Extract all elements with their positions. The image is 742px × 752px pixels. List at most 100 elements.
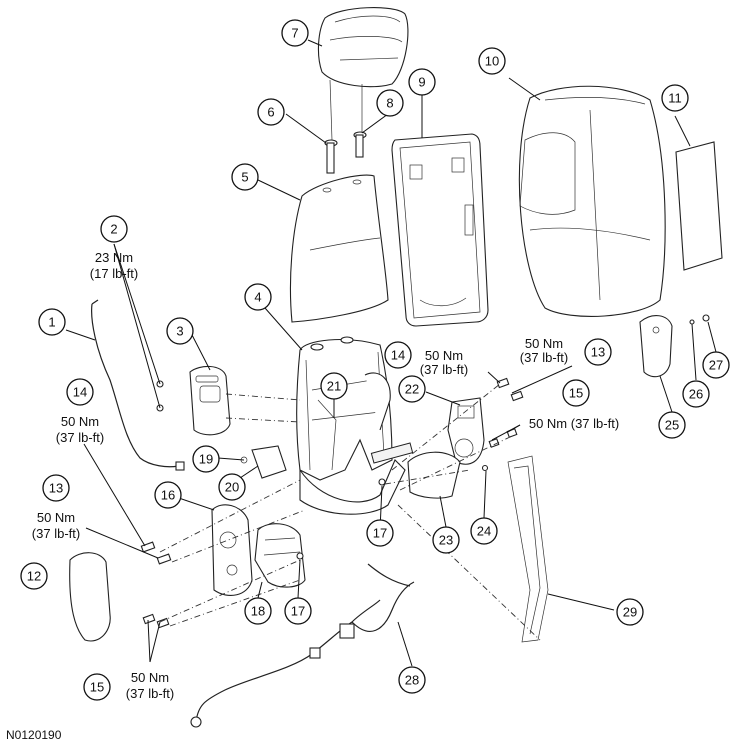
svg-text:23 Nm: 23 Nm [95,250,133,265]
callout-15: 15 [562,379,590,407]
svg-text:16: 16 [161,488,175,503]
svg-text:22: 22 [405,382,419,397]
svg-text:6: 6 [267,105,274,120]
svg-text:23: 23 [439,533,453,548]
motor-cover [407,451,461,499]
callout-1: 1 [38,308,66,336]
svg-text:4: 4 [254,290,261,305]
svg-text:3: 3 [176,324,183,339]
bracket [240,445,287,479]
svg-text:20: 20 [225,480,239,495]
callout-11: 11 [661,84,689,112]
wiring-harness [91,299,185,471]
headrest-guide-left [324,139,338,174]
svg-text:(37 lb-ft): (37 lb-ft) [420,362,468,377]
callout-25: 25 [658,411,686,439]
bolt [140,541,172,629]
callout-5: 5 [231,163,259,191]
svg-text:14: 14 [73,385,87,400]
callout-29: 29 [616,598,644,626]
trim-strip [507,455,549,643]
svg-text:7: 7 [291,26,298,41]
svg-text:50 Nm: 50 Nm [37,510,75,525]
svg-text:2: 2 [110,222,117,237]
callout-22: 22 [398,375,426,403]
recliner-mechanism [211,504,253,596]
callout-23: 23 [432,526,460,554]
callout-3: 3 [166,317,194,345]
callout-20: 20 [218,473,246,501]
svg-text:50 Nm: 50 Nm [131,670,169,685]
frame-wire [317,399,337,471]
svg-text:15: 15 [90,680,104,695]
headrest [317,7,409,141]
screw [689,314,710,325]
svg-text:25: 25 [665,418,679,433]
callout-10: 10 [478,47,506,75]
outer-trim-cover [69,552,111,642]
callout-6: 6 [257,98,285,126]
callout-13: 13 [42,474,70,502]
recliner-cover [254,523,306,588]
seatback-panel [391,133,489,327]
callout-24: 24 [470,517,498,545]
escutcheon [639,315,673,378]
recliner-motor [447,397,485,465]
seat-harness [190,563,415,728]
callout-13: 13 [584,338,612,366]
callout-2: 2 [100,215,128,243]
svg-text:24: 24 [477,524,491,539]
callout-14: 14 [384,341,412,369]
svg-text:11: 11 [668,91,682,106]
callout-17: 17 [284,597,312,625]
svg-text:29: 29 [623,605,637,620]
svg-text:5: 5 [241,170,248,185]
callout-9: 9 [408,68,436,96]
callout-8: 8 [376,89,404,117]
seatback-cover [289,174,389,323]
svg-text:19: 19 [199,452,213,467]
svg-text:13: 13 [49,481,63,496]
svg-text:50 Nm: 50 Nm [61,414,99,429]
torque-spec: 50 Nm (37 lb-ft) [32,510,80,541]
svg-text:13: 13 [591,345,605,360]
svg-text:(37 lb-ft): (37 lb-ft) [56,430,104,445]
torque-spec: 50 Nm (37 lb-ft) [529,416,619,431]
callout-28: 28 [398,666,426,694]
seatback-frame [296,336,393,481]
svg-text:50 Nm (37 lb-ft): 50 Nm (37 lb-ft) [529,416,619,431]
callout-4: 4 [244,283,272,311]
lumbar-pad [675,141,723,271]
svg-text:12: 12 [27,569,41,584]
side-cover [189,365,231,436]
callout-17: 17 [366,519,394,547]
svg-text:10: 10 [485,54,499,69]
svg-text:15: 15 [569,386,583,401]
svg-text:26: 26 [689,387,703,402]
figure-id: N0120190 [6,728,62,742]
torque-spec: 50 Nm (37 lb-ft) [56,414,104,445]
callout-26: 26 [682,380,710,408]
svg-text:14: 14 [391,348,405,363]
leader-lines [65,39,717,667]
torque-spec: 50 Nm (37 lb-ft) [420,348,468,377]
headrest-guide-right [353,131,367,158]
svg-text:(37 lb-ft): (37 lb-ft) [520,350,568,365]
callout-19: 19 [192,445,220,473]
callout-15: 15 [83,673,111,701]
svg-text:8: 8 [386,96,393,111]
svg-text:(37 lb-ft): (37 lb-ft) [126,686,174,701]
callout-27: 27 [702,351,730,379]
svg-text:9: 9 [418,75,425,90]
alignment-lines [159,383,541,641]
callout-16: 16 [154,481,182,509]
svg-text:21: 21 [327,379,341,394]
svg-text:(37 lb-ft): (37 lb-ft) [32,526,80,541]
svg-text:17: 17 [373,526,387,541]
svg-text:28: 28 [405,673,419,688]
svg-text:50 Nm: 50 Nm [525,336,563,351]
callout-21: 21 [320,372,348,400]
callout-12: 12 [20,562,48,590]
svg-text:50 Nm: 50 Nm [425,348,463,363]
